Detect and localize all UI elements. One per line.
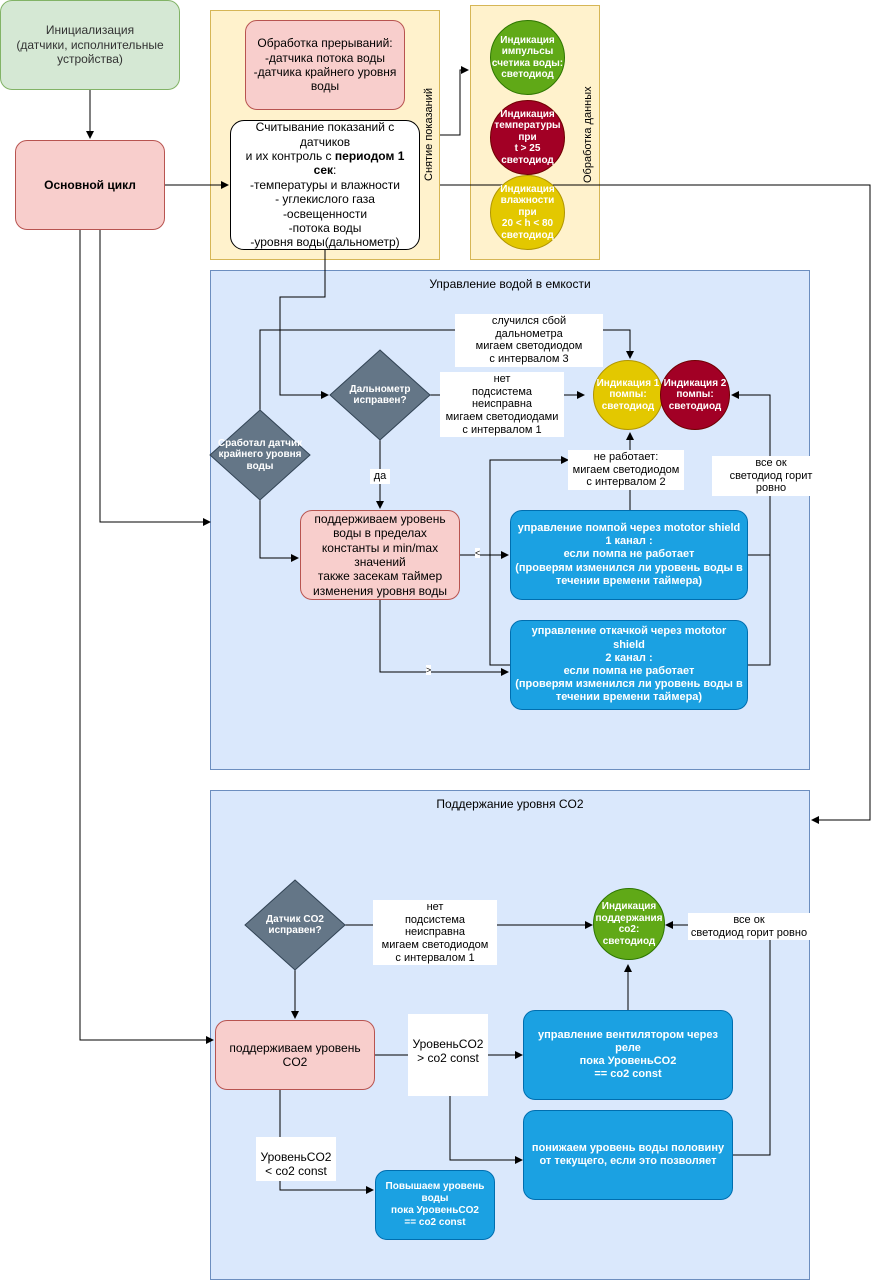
fan-node: управление вентилятором через реле пока … [523, 1010, 733, 1100]
reading-post-text: : -температуры и влажности - углекислого… [249, 163, 400, 250]
ind-pump1-node: Индикация 1 помпы: светодиод [593, 360, 663, 430]
rangefinder-diamond-shape [329, 349, 431, 441]
rangefinder-yes-label: да [370, 469, 390, 484]
maintain-water-node: поддерживаем уровень воды в пределах кон… [300, 510, 460, 600]
maintain-co2-node: поддерживаем уровень CO2 [215, 1020, 375, 1090]
co2-gt-label: УровеньCO2 > co2 const [408, 1014, 488, 1096]
ind-humidity-node: Индикация влажности при 20 < h < 80 свет… [490, 175, 565, 250]
reading-period-text: периодом 1 сек [313, 149, 405, 178]
pump1-node: управление помпой через mototor shield 1… [510, 510, 748, 600]
processing-vertical-label: Обработка данных [582, 86, 594, 184]
ind-temperature-node: Индикация температуры при t > 25 светоди… [490, 100, 565, 175]
reading-pre-text: Считывание показаний с датчиков и их кон… [245, 120, 395, 164]
lt-label: < [475, 548, 481, 558]
rangefinder-no-label: нет подсистема неисправна мигаем светоди… [440, 372, 564, 438]
sensing-vertical-label: Снятие показаний [423, 88, 435, 182]
lower-water-node: понижаем уровень воды половину от текуще… [523, 1110, 733, 1200]
ind-pulses-node: Индикация импульсы счетика воды: светоди… [490, 20, 565, 95]
gt-label: > [426, 665, 432, 675]
rangefinder-failed-label: случился сбой дальнометра мигаем светоди… [455, 314, 603, 367]
not-working-label: не работает: мигаем светодиодом с интерв… [568, 450, 684, 490]
raise-water-node: Повышаем уровень воды пока УровеньCO2 ==… [375, 1170, 495, 1240]
co2-area-title: Поддержание уровня CO2 [436, 797, 584, 811]
co2-no-label: нет подсистема неисправна мигаем светоди… [373, 900, 497, 966]
water-all-ok-label: все ок светодиод горит ровно [712, 456, 830, 496]
ind-pump2-node: Индикация 2 помпы: светодиод [660, 360, 730, 430]
init-node: Инициализация (датчики, исполнительные у… [0, 0, 180, 90]
co2-diamond-shape [244, 879, 346, 971]
interrupts-node: Обработка прерываний: -датчика потока во… [245, 20, 405, 110]
main-loop-node: Основной цикл [15, 140, 165, 230]
water-area-title: Управление водой в емкости [429, 277, 591, 291]
ind-co2-node: Индикация поддержания co2: светодиод [593, 888, 665, 960]
reading-node: Считывание показаний с датчиков и их кон… [230, 120, 420, 250]
rangefinder-ok-decision: Дальнометр исправен? [349, 383, 411, 407]
co2-lt-label: УровеньCO2 < co2 const [256, 1137, 336, 1181]
co2-all-ok-label: все ок светодиод горит ровно [688, 913, 810, 941]
level-sensor-decision: Сработал датчик крайнего уровня воды [217, 437, 303, 472]
co2-sensor-decision: Датчик CO2 исправен? [266, 913, 324, 937]
pump2-node: управление откачкой через mototor shield… [510, 620, 748, 710]
level-sensor-diamond-shape [209, 409, 311, 501]
